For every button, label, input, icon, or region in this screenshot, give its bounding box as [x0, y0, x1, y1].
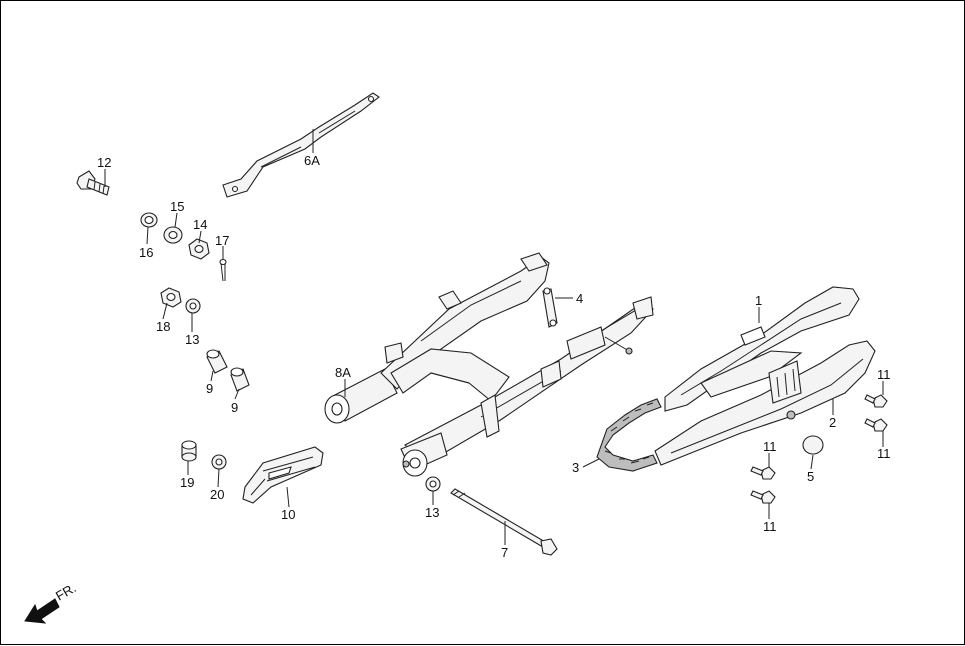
- part-7-axle-bolt: [450, 488, 558, 556]
- callout-16: 16: [139, 245, 153, 260]
- part-8a-swingarm: [324, 252, 654, 477]
- callout-13-upper: 13: [185, 332, 199, 347]
- part-11-bolt-c: [750, 466, 776, 480]
- front-label: FR.: [53, 580, 79, 603]
- front-direction-indicator: FR.: [24, 580, 79, 624]
- part-11-bolt-b: [864, 418, 888, 432]
- callout-19: 19: [180, 475, 194, 490]
- part-9-bushing-a: [206, 349, 228, 374]
- callout-11-b: 11: [877, 446, 891, 461]
- callout-10: 10: [281, 507, 295, 522]
- part-16-washer: [140, 212, 158, 228]
- leader-lines: [104, 129, 884, 545]
- callout-18: 18: [156, 319, 170, 334]
- callout-15: 15: [170, 199, 184, 214]
- callout-14: 14: [193, 217, 207, 232]
- part-6a-brace: [222, 92, 380, 198]
- callout-11-d: 11: [763, 519, 777, 534]
- part-13-washer-upper: [185, 298, 201, 314]
- callout-12: 12: [97, 155, 111, 170]
- part-10-chain-slider: [242, 446, 324, 504]
- part-9-bushing-b: [230, 367, 250, 392]
- callout-2: 2: [829, 415, 836, 430]
- callout-6a: 6A: [304, 153, 320, 168]
- part-5-cap: [802, 435, 824, 455]
- part-14-nut: [188, 238, 210, 260]
- callout-13-lower: 13: [425, 505, 439, 520]
- part-15-washer: [163, 226, 183, 244]
- callout-17: 17: [215, 233, 229, 248]
- callout-9-b: 9: [231, 400, 238, 415]
- part-3-chain: [596, 398, 662, 472]
- part-11-bolt-a: [864, 394, 888, 408]
- callout-3: 3: [572, 460, 579, 475]
- callout-8a: 8A: [335, 365, 351, 380]
- part-17-cotter-pin: [219, 258, 227, 282]
- callout-9-a: 9: [206, 381, 213, 396]
- callout-labels: 12 6A 15 14 16 17 18 13 9 9 19 20 10 8A …: [97, 153, 891, 560]
- callout-11-c: 11: [763, 439, 777, 454]
- part-11-bolt-d: [750, 490, 776, 504]
- part-1-upper-chain-case: [664, 286, 860, 412]
- callout-20: 20: [210, 487, 224, 502]
- part-2-lower-chain-case: [654, 340, 876, 466]
- callout-11-a: 11: [877, 367, 891, 382]
- callout-7: 7: [501, 545, 508, 560]
- part-18-nut: [160, 287, 182, 308]
- callout-1: 1: [755, 293, 762, 308]
- part-4-link: [542, 287, 558, 328]
- part-13-washer-lower: [425, 476, 441, 492]
- part-12-bolt: [76, 170, 110, 196]
- part-19-collar: [181, 440, 197, 462]
- callout-5: 5: [807, 469, 814, 484]
- front-arrow-icon: [24, 598, 60, 624]
- part-20-washer: [211, 454, 227, 470]
- callout-4: 4: [576, 291, 583, 306]
